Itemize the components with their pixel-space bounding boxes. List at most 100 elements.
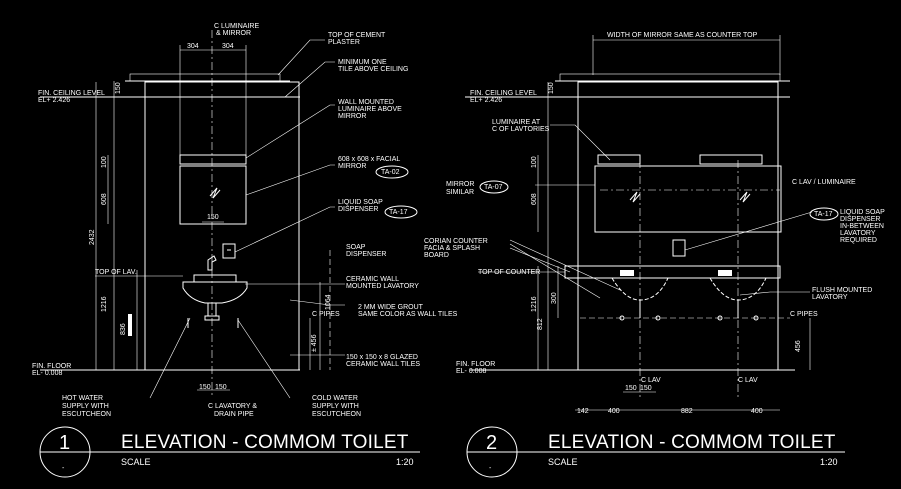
- dim: 1064: [325, 294, 332, 310]
- label: MIRROR: [338, 113, 366, 120]
- dim: 150: [207, 214, 219, 221]
- label: C LAV: [738, 377, 758, 384]
- dim: 1216: [101, 296, 108, 312]
- mirror: [594, 165, 782, 233]
- label: 2 MM WIDE GROUT: [358, 304, 424, 311]
- label: EL+ 2.426: [470, 97, 502, 104]
- dim: ± 456: [311, 334, 318, 352]
- luminaire: [179, 154, 247, 165]
- label: LIQUID SOAP: [840, 209, 885, 216]
- label: MIRROR: [446, 181, 474, 188]
- dim: 100: [101, 156, 108, 168]
- soap-dispenser: [672, 239, 686, 257]
- scale-value: 1:20: [820, 457, 838, 467]
- label: EL- 0.008: [32, 370, 62, 377]
- label: C LAV / LUMINAIRE: [792, 179, 856, 186]
- label: PLASTER: [328, 39, 360, 46]
- label: TOP OF CEMENT: [328, 32, 386, 39]
- dim: 100: [531, 156, 538, 168]
- label: DISPENSER: [346, 251, 386, 258]
- dim: 882: [681, 408, 693, 415]
- dim: 300: [551, 292, 558, 304]
- label: CERAMIC WALL TILES: [346, 361, 420, 368]
- label: FLUSH MOUNTED: [812, 287, 872, 294]
- scale-label: SCALE: [548, 457, 578, 467]
- label: LUMINAIRE ABOVE: [338, 106, 402, 113]
- label: SOAP: [346, 244, 366, 251]
- dim: 150: [548, 82, 555, 94]
- dim: 608: [531, 193, 538, 205]
- dim: 400: [751, 408, 763, 415]
- label: SUPPLY WITH: [62, 403, 109, 410]
- dim: 142: [577, 408, 589, 415]
- tag: TA-17: [814, 211, 833, 218]
- label: C PIPES: [312, 311, 340, 318]
- dim: 608: [101, 193, 108, 205]
- dim: 836: [120, 323, 127, 335]
- label: REQUIRED: [840, 237, 877, 244]
- cement-plaster: [129, 73, 281, 82]
- label: EL+ 2.426: [38, 97, 70, 104]
- elevation-2: [465, 35, 845, 478]
- dim: 456: [795, 340, 802, 352]
- label: TOP OF COUNTER: [478, 269, 540, 276]
- dim: 150: [640, 385, 652, 392]
- label: EL- 0.008: [456, 368, 486, 375]
- label: FACIA & SPLASH: [424, 245, 480, 252]
- label: MINIMUM ONE: [338, 59, 387, 66]
- label: ESCUTCHEON: [62, 411, 111, 418]
- label: MIRROR: [338, 163, 366, 170]
- tag-ta17: [384, 205, 418, 219]
- view-1-text: C LUMINAIRE & MIRROR 304 304 FIN. CEILIN…: [32, 23, 458, 472]
- label: DISPENSER: [840, 216, 880, 223]
- wall-basin: [182, 281, 248, 304]
- label: 150 x 150 x 8 GLAZED: [346, 354, 418, 361]
- label: C LAVATORY &: [208, 403, 257, 410]
- dim: 150: [199, 384, 211, 391]
- label: CORIAN COUNTER: [424, 238, 488, 245]
- view-title: ELEVATION - COMMOM TOILET: [548, 432, 836, 453]
- view-2-text: WIDTH OF MIRROR SAME AS COUNTER TOP FIN.…: [424, 32, 885, 472]
- label: & MIRROR: [216, 30, 251, 37]
- label: FIN. CEILING LEVEL: [38, 90, 105, 97]
- label: SUPPLY WITH: [312, 403, 359, 410]
- label: DRAIN PIPE: [214, 411, 254, 418]
- label: CERAMIC WALL: [346, 276, 399, 283]
- tag-ta02: [375, 165, 409, 179]
- view-subnumber: -: [62, 465, 65, 472]
- dim: 150: [625, 385, 637, 392]
- dim: 1216: [531, 296, 538, 312]
- dim: 2432: [89, 229, 96, 245]
- dim: 400: [608, 408, 620, 415]
- label: FIN. FLOOR: [32, 363, 71, 370]
- view-title: ELEVATION - COMMOM TOILET: [121, 432, 409, 453]
- dim: 812: [537, 318, 544, 330]
- dim: 304: [187, 43, 199, 50]
- label: C OF LAVTORIES: [492, 126, 550, 133]
- label: TOP OF LAV.: [95, 269, 137, 276]
- tiled-wall: [577, 81, 779, 371]
- view-number: 1: [59, 432, 70, 454]
- elevation-1: [39, 30, 420, 478]
- label: FIN. FLOOR: [456, 361, 495, 368]
- label: TILE ABOVE CEILING: [338, 66, 408, 73]
- tag: TA-07: [484, 184, 503, 191]
- label: MOUNTED LAVATORY: [346, 283, 419, 290]
- scale-label: SCALE: [121, 457, 151, 467]
- label: HOT WATER: [62, 395, 103, 402]
- label: IN-BETWEEN: [840, 223, 884, 230]
- label: LAVATORY: [812, 294, 848, 301]
- label: C LUMINAIRE: [214, 23, 259, 30]
- label: C PIPES: [790, 311, 818, 318]
- dim: 150: [115, 82, 122, 94]
- label: DISPENSER: [338, 206, 378, 213]
- view-number: 2: [486, 432, 497, 454]
- label: WALL MOUNTED: [338, 99, 394, 106]
- dim: 150: [215, 384, 227, 391]
- label: BOARD: [424, 252, 449, 259]
- view-subnumber: -: [489, 465, 492, 472]
- scale-value: 1:20: [396, 457, 414, 467]
- label: ESCUTCHEON: [312, 411, 361, 418]
- label: SIMILAR: [446, 189, 474, 196]
